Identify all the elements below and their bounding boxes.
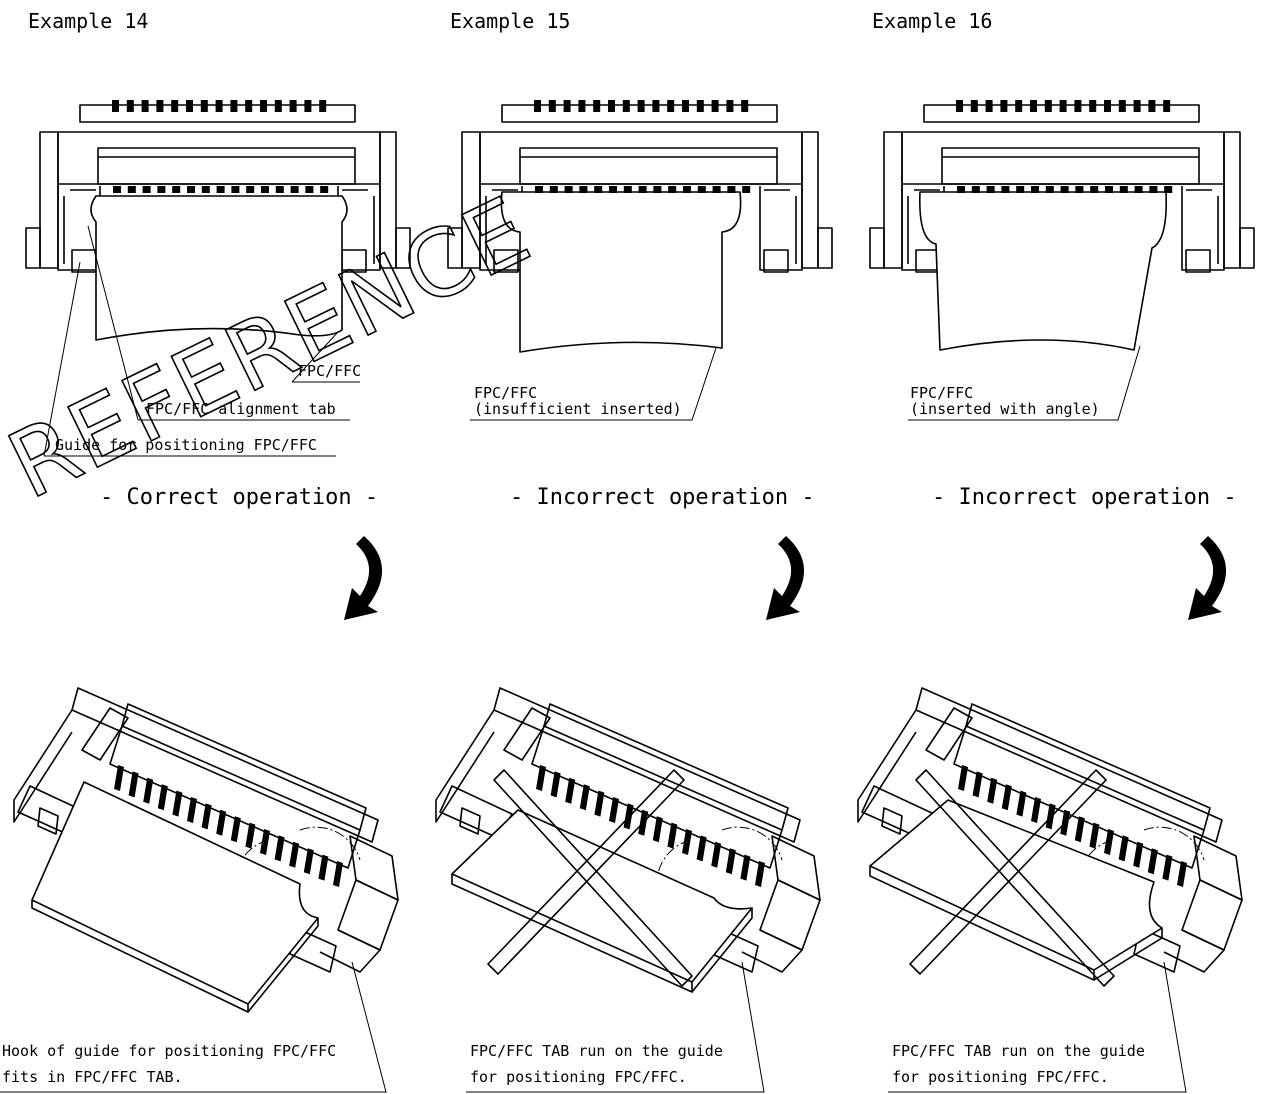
result-caption-14: - Correct operation - xyxy=(100,485,378,510)
note-14-line-2: fits in FPC/FFC TAB. xyxy=(2,1068,183,1086)
note-15-line-2: for positioning FPC/FFC. xyxy=(470,1068,687,1086)
top-view-connector-16 xyxy=(869,104,1255,351)
note-16-line-1: FPC/FFC TAB run on the guide xyxy=(892,1042,1145,1060)
note-15-line-1: FPC/FFC TAB run on the guide xyxy=(470,1042,723,1060)
isometric-view-15 xyxy=(435,687,821,993)
result-caption-16: - Incorrect operation - xyxy=(932,485,1237,510)
example-15-title: Example 15 xyxy=(450,9,570,33)
callout-fpc-ffc: FPC/FFC xyxy=(298,362,361,380)
top-view-connector-14 xyxy=(25,104,411,341)
callout-with-angle: (inserted with angle) xyxy=(910,400,1100,418)
note-14-line-1: Hook of guide for positioning FPC/FFC xyxy=(2,1042,336,1060)
curved-arrow-down-icon xyxy=(344,536,383,620)
example-16-title: Example 16 xyxy=(872,9,992,33)
top-view-connector-15 xyxy=(447,104,833,353)
isometric-view-14 xyxy=(13,687,399,1013)
callout-guide-positioning: Guide for positioning FPC/FFC xyxy=(55,436,317,454)
callout-alignment-tab: FPC/FFC alignment tab xyxy=(146,400,336,418)
example-14-title: Example 14 xyxy=(28,9,148,33)
callout-insufficient: (insufficient inserted) xyxy=(474,400,682,418)
contact-pins xyxy=(112,100,1173,193)
curved-arrow-down-icon xyxy=(1188,536,1227,620)
isometric-view-16 xyxy=(857,687,1243,987)
result-caption-15: - Incorrect operation - xyxy=(510,485,815,510)
callout-fpc-ffc-15: FPC/FFC xyxy=(474,384,537,402)
note-16-line-2: for positioning FPC/FFC. xyxy=(892,1068,1109,1086)
curved-arrow-down-icon xyxy=(766,536,805,620)
callout-fpc-ffc-16: FPC/FFC xyxy=(910,384,973,402)
